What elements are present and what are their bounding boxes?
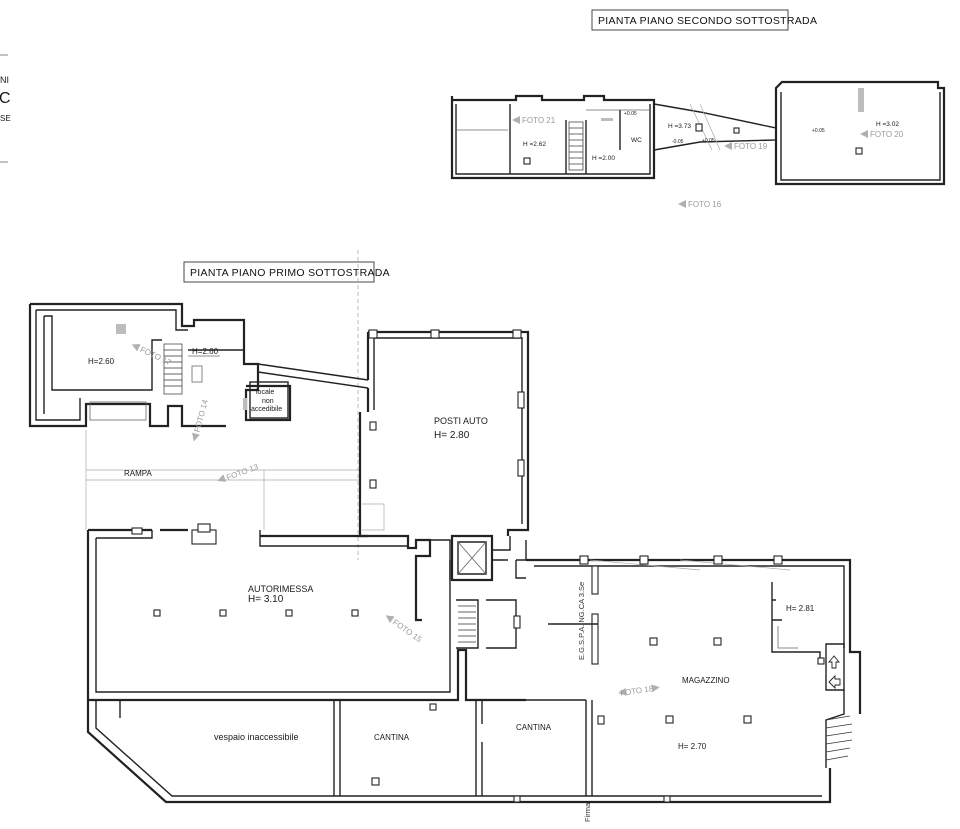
margin-mark-3: SE <box>0 114 11 123</box>
margin-mark-2: C <box>0 90 11 107</box>
photo-ref: FOTO 18 <box>618 684 660 698</box>
room-label-magazzino: MAGAZZINO <box>682 676 730 685</box>
second-basement-title-text: PIANTA PIANO SECONDO SOTTOSTRADA <box>598 15 817 27</box>
locale-label: locale <box>256 389 274 396</box>
first-basement-title: PIANTA PIANO PRIMO SOTTOSTRADA <box>183 261 390 283</box>
svg-text:FOTO 19: FOTO 19 <box>734 142 768 151</box>
firma-text: Firma <box>583 802 592 822</box>
height-label: H= 2.70 <box>678 742 707 751</box>
height-label: H=2.60 <box>192 347 219 356</box>
margin-fragment: NI C SE <box>0 54 11 163</box>
height-label: H= 3.10 <box>248 594 284 605</box>
first-basement-plan: E.G.S.P.A. NG.CA 3.Se Firma H=2.60 H=2.6… <box>28 250 862 822</box>
wc-label: WC <box>631 137 642 144</box>
room-label-cantina: CANTINA <box>516 723 552 732</box>
svg-text:FOTO 17: FOTO 17 <box>139 345 173 367</box>
height-label: H =3.73 <box>668 123 691 130</box>
second-basement-title: PIANTA PIANO SECONDO SOTTOSTRADA <box>591 9 817 31</box>
svg-text:FOTO 16: FOTO 16 <box>688 200 722 209</box>
height-label: H =3.02 <box>876 121 899 128</box>
rampa-label: RAMPA <box>124 469 153 478</box>
photo-ref: FOTO 20 <box>860 130 904 139</box>
height-label: H= 2.81 <box>786 604 815 613</box>
first-basement-title-text: PIANTA PIANO PRIMO SOTTOSTRADA <box>190 267 390 279</box>
height-label: H =2.00 <box>592 155 615 162</box>
photo-ref: FOTO 21 <box>512 116 556 125</box>
level-mark: +0.05 <box>702 138 715 144</box>
svg-text:FOTO 20: FOTO 20 <box>870 130 904 139</box>
vespaio-label: vespaio inaccessibile <box>214 732 299 742</box>
locale-label: accedibile <box>251 406 282 413</box>
svg-text:FOTO 13: FOTO 13 <box>225 462 260 482</box>
level-mark: +0.05 <box>812 128 825 134</box>
height-label: H =2.62 <box>523 141 546 148</box>
height-label: H=2.60 <box>88 357 115 366</box>
photo-ref: FOTO 19 <box>724 142 768 151</box>
svg-text:FOTO 15: FOTO 15 <box>391 618 424 645</box>
level-mark: +0.05 <box>624 111 637 117</box>
height-label: H= 2.80 <box>434 430 470 441</box>
margin-mark-1: NI <box>0 75 9 85</box>
stamp-vertical-text: E.G.S.P.A. NG.CA 3.Se <box>577 582 586 660</box>
photo-ref: FOTO 14 <box>192 398 210 442</box>
photo-ref: FOTO 15 <box>385 615 424 645</box>
photo-ref: FOTO 16 <box>678 200 722 209</box>
svg-text:FOTO 21: FOTO 21 <box>522 116 556 125</box>
svg-text:FOTO 14: FOTO 14 <box>193 398 210 433</box>
room-label-cantina: CANTINA <box>374 733 410 742</box>
svg-text:FOTO 18: FOTO 18 <box>620 684 655 698</box>
room-label-autorimessa: AUTORIMESSA <box>248 584 313 594</box>
second-basement-plan: H =2.62 H =2.00 H =3.73 H =3.02 WC +0.05… <box>450 80 946 209</box>
photo-ref: FOTO 13 <box>217 462 260 482</box>
photo-ref: FOTO 17 <box>131 344 173 367</box>
level-mark: -0.05 <box>672 139 684 145</box>
room-label-posti-auto: POSTI AUTO <box>434 416 488 426</box>
locale-label: non <box>262 398 274 405</box>
